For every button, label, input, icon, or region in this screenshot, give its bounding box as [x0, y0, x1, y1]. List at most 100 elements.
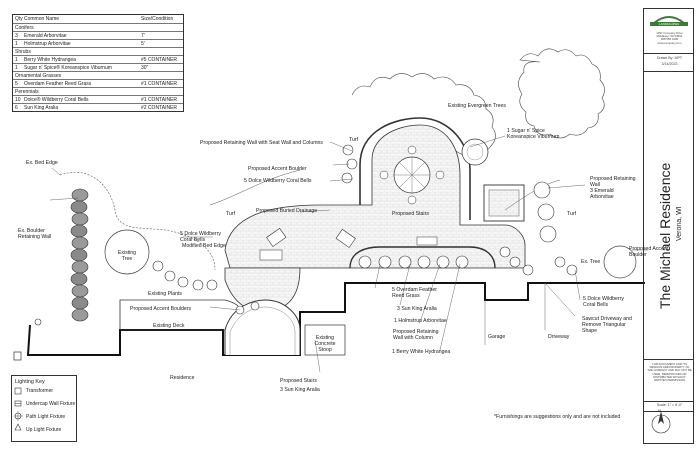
label-existing-plants: Existing Plants [148, 291, 183, 297]
label-retaining-wall-columns: Proposed Retaining Wall with Column [393, 329, 439, 341]
drawn-by: Drawn By: MPT [656, 56, 683, 60]
row-qty: 3 [15, 32, 18, 39]
project-location: Verona, WI [676, 206, 683, 241]
copyright-note: THIS DOCUMENT AND ITS DESIGNS ARE PROPER… [647, 362, 692, 383]
row-size: #5 CONTAINER [141, 56, 178, 63]
existing-tree-right [603, 245, 637, 279]
north-arrow-icon [651, 411, 671, 434]
row-common-name: Dolce® Wildberry Coral Bells [24, 96, 89, 103]
label-retaining-wall-right: Proposed Retaining Wall [590, 176, 636, 188]
transformer-icon [13, 351, 22, 361]
label-existing-stoop: Existing Concrete Stoop [314, 335, 336, 353]
label-driveway: Driveway [548, 334, 570, 340]
label-emerald-arborvitae: 3 Emerald Arborvitae [590, 188, 614, 200]
label-existing-evergreen-trees: Existing Evergreen Trees [448, 103, 506, 109]
company-logo-text: LANDSCAPES [650, 22, 688, 26]
label-ex-bed-edge: Ex. Bed Edge [26, 160, 58, 166]
legend-title: Lighting Key [15, 379, 45, 385]
row-common-name: Overdam Feather Reed Grass [24, 80, 92, 87]
row-size: 30" [141, 64, 149, 71]
schedule-row: 5 Overdam Feather Reed Grass #1 CONTAINER [13, 79, 183, 87]
label-ex-tree-right: Ex. Tree [581, 259, 601, 265]
schedule-row: 1 Sugar n' Spice® Koreanspice Viburnum 30" [13, 63, 183, 71]
lighting-legend: Lighting Key Transformer Undercap Wall F… [11, 375, 77, 442]
legend-item-label: Up Light Fixture [26, 427, 62, 433]
row-common-name: Berry White Hydrangea [24, 56, 76, 63]
label-dolce-top: 5 Dolce Wildberry Coral Bells [244, 178, 312, 184]
row-qty: 1 [15, 56, 18, 63]
up-light-icon [14, 423, 22, 431]
label-dolce-left: 5 Dolce Wildberry Coral Bells [180, 231, 221, 243]
existing-tree-left [104, 229, 150, 275]
label-berry-white: 1 Berry White Hydrangea [392, 349, 451, 355]
label-accent-boulder: Proposed Accent Boulder [248, 166, 307, 172]
row-size: 5' [141, 40, 145, 47]
schedule-row: 1 Holmstrup Arborvitae 5' [13, 39, 183, 47]
row-common-name: Emerald Arborvitae [24, 32, 67, 39]
label-turf: Turf [349, 137, 359, 143]
project-name: The Michael Residence [657, 162, 673, 309]
label-sun-king: 3 Sun King Aralia [397, 306, 437, 312]
row-size: #2 CONTAINER [141, 104, 178, 111]
header-qty: Qty [15, 16, 23, 22]
residence-wall [26, 282, 645, 356]
row-size: #1 CONTAINER [141, 96, 178, 103]
schedule-section: Shrubs [13, 47, 183, 55]
drawing-date: 3/14/2023 [661, 62, 678, 66]
label-retaining-wall-seat: Proposed Retaining Wall with Seat Wall a… [200, 140, 324, 146]
company-address: 1097 Company Drive Middleton, WI 53562 6… [656, 31, 683, 45]
transformer-icon [14, 387, 22, 395]
existing-bed-edge [59, 172, 216, 271]
row-size: #1 CONTAINER [141, 80, 178, 87]
row-qty: 5 [15, 80, 18, 87]
label-garage: Garage [488, 334, 506, 340]
label-accent-boulder-right: Proposed Accent Boulder [629, 246, 669, 258]
section-title: Conifers [15, 24, 34, 31]
row-qty: 1 [15, 40, 18, 47]
evergreen-tree-cloud [518, 48, 605, 139]
label-ex-boulder-wall: Ex. Boulder Retaining Wall [18, 228, 52, 240]
legend-item-label: Undercap Wall Fixture [26, 401, 76, 407]
label-modified-bed-edge: Modified Bed Edge [182, 243, 226, 249]
schedule-section: Ornamental Grasses [13, 71, 183, 79]
schedule-section: Conifers [13, 23, 183, 31]
row-qty: 6 [15, 104, 18, 111]
label-proposed-stairs-top: Proposed Stairs [392, 211, 429, 217]
path-light-icon [14, 411, 23, 421]
label-holmstrup: 1 Holmstrup Arborvitae [394, 318, 447, 324]
north-label: N [658, 408, 661, 413]
label-sawcut: Sawcut Driveway and Remove Triangular Sh… [582, 316, 632, 334]
label-proposed-stairs-bottom: Proposed Stairs [280, 378, 317, 384]
row-qty: 10 [15, 96, 21, 103]
label-buried-drainage: Proposed Buried Drainage [256, 208, 318, 214]
label-viburnum: 1 Sugar n' Spice Koreanspice Viburnum [507, 128, 560, 140]
concrete-stoop [304, 324, 346, 356]
undercap-wall-fixture-icon [14, 400, 22, 407]
patio-pavers [224, 124, 526, 269]
label-existing-deck: Existing Deck [153, 323, 185, 329]
row-common-name: Sugar n' Spice® Koreanspice Viburnum [24, 64, 112, 71]
drawing-scale: Scale: 1" = 8'-0" [656, 403, 683, 407]
row-common-name: Holmstrup Arborvitae [24, 40, 71, 47]
legend-item-label: Transformer [26, 388, 54, 394]
title-block: LANDSCAPES 1097 Company Drive Middleton,… [643, 8, 694, 444]
label-residence: Residence [170, 375, 195, 381]
row-qty: 1 [15, 64, 18, 71]
emerald-arborvitae [533, 181, 557, 243]
label-feather-reed: 5 Overdam Feather Reed Grass [392, 287, 437, 299]
label-turf-left: Turf [226, 211, 236, 217]
label-turf-right: Turf [567, 211, 577, 217]
header-common-name: Common Name [24, 16, 60, 22]
section-title: Ornamental Grasses [15, 72, 62, 79]
viburnum-shrub [461, 138, 489, 166]
plant-symbols [152, 144, 578, 315]
label-sun-king-bottom: 3 Sun King Aralia [280, 387, 320, 393]
schedule-section: Perennials [13, 87, 183, 95]
label-accent-boulders: Proposed Accent Boulders [130, 306, 192, 312]
